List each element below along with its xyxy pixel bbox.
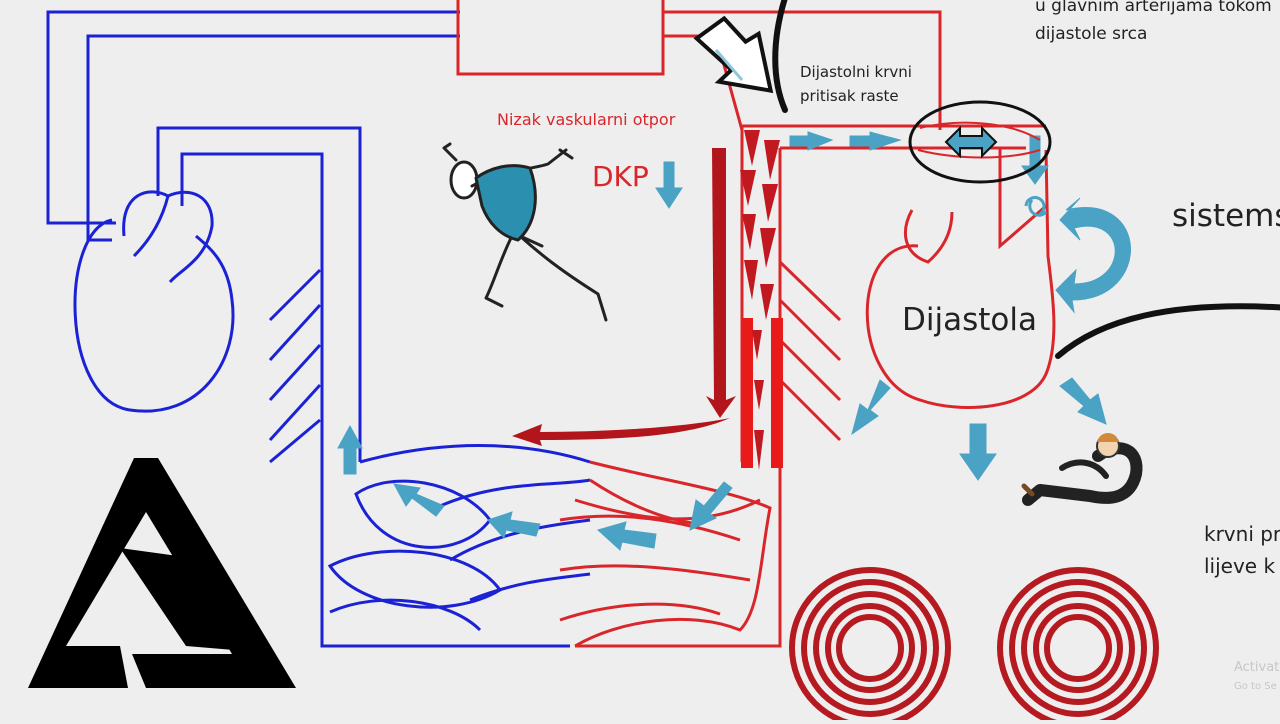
flow-left-arrow bbox=[512, 418, 730, 446]
pulmonary-vein-left bbox=[156, 126, 362, 462]
vein-inner-loop bbox=[86, 34, 460, 242]
descending-aorta-right bbox=[575, 148, 782, 648]
arteries-caption-line-2: dijastole srca bbox=[1035, 24, 1148, 44]
lungs-box bbox=[456, 0, 665, 76]
arrow-left-1 bbox=[849, 131, 902, 151]
vein-outer-loop bbox=[46, 10, 460, 225]
pressure-caption-line-2: lijeve k bbox=[1204, 554, 1276, 578]
systemic-label: sistems bbox=[1172, 198, 1280, 234]
arrow-out-1 bbox=[851, 379, 891, 436]
arteries-caption: u glavnim arterijama tokom dijastole src… bbox=[1035, 0, 1272, 48]
left-atrium bbox=[903, 209, 954, 264]
capillary-arrow-5 bbox=[337, 424, 363, 475]
cycle-arrow-icon bbox=[1055, 197, 1131, 314]
capillary-bed-red bbox=[574, 460, 772, 648]
aorta-outer bbox=[663, 10, 942, 130]
capillary-arrow-1 bbox=[689, 481, 733, 531]
capillary-arrow-2 bbox=[596, 521, 657, 551]
low-resistance-label: Nizak vaskularni otpor bbox=[497, 110, 676, 129]
cross-section-right bbox=[997, 567, 1159, 724]
vessel-constriction bbox=[512, 130, 783, 470]
capillary-arrow-4 bbox=[393, 483, 445, 517]
activate-line-1: Activat bbox=[1234, 660, 1280, 675]
arterial-system bbox=[456, 0, 1056, 648]
vena-cava bbox=[359, 444, 591, 464]
right-atrium bbox=[122, 190, 214, 284]
diastole-label: Dijastola bbox=[902, 302, 1037, 338]
valve-magnifier bbox=[908, 100, 1052, 184]
dkp-rises-line-2: pritisak raste bbox=[800, 87, 899, 105]
dkp-label: DKP bbox=[592, 160, 649, 193]
pressure-chevrons bbox=[740, 130, 780, 470]
left-heart-outline bbox=[865, 149, 1056, 409]
dkp-rises-line-1: Dijastolni krvni bbox=[800, 63, 912, 81]
rotate-arrow-icon bbox=[1024, 196, 1048, 217]
pulmonary-vein-right bbox=[180, 152, 570, 648]
flow-arrows bbox=[337, 131, 1131, 551]
arrow-out-3 bbox=[1059, 377, 1107, 425]
blood-inflow-arrow bbox=[693, 15, 774, 94]
pressure-caption-line-1: krvni pr bbox=[1204, 522, 1280, 546]
vessel-cross-sections bbox=[789, 567, 1159, 724]
running-person-icon bbox=[442, 142, 608, 322]
reclining-person-icon bbox=[1021, 433, 1143, 506]
activate-windows-watermark: Activat Go to Se bbox=[1234, 658, 1279, 696]
cross-section-left bbox=[789, 567, 951, 724]
arrow-out-2 bbox=[959, 423, 997, 481]
dkp-arrow bbox=[655, 161, 683, 209]
wall-right bbox=[771, 318, 783, 468]
logo-triangle-icon bbox=[28, 458, 296, 688]
arrow-left-2 bbox=[789, 131, 834, 151]
wall-left bbox=[741, 318, 753, 468]
arteries-caption-line-1: u glavnim arterijama tokom bbox=[1035, 0, 1272, 16]
double-arrow-icon bbox=[944, 125, 998, 159]
flow-down-arrow bbox=[706, 148, 736, 418]
pressure-caption: krvni pr lijeve k bbox=[1204, 518, 1280, 582]
capillary-bed-blue bbox=[354, 479, 492, 549]
capillary-arrow-3 bbox=[487, 511, 541, 540]
dkp-rises-label: Dijastolni krvni pritisak raste bbox=[800, 60, 912, 108]
right-heart-outline bbox=[73, 218, 235, 413]
annotation-lines bbox=[772, 0, 1280, 359]
activate-line-2: Go to Se bbox=[1234, 681, 1277, 692]
